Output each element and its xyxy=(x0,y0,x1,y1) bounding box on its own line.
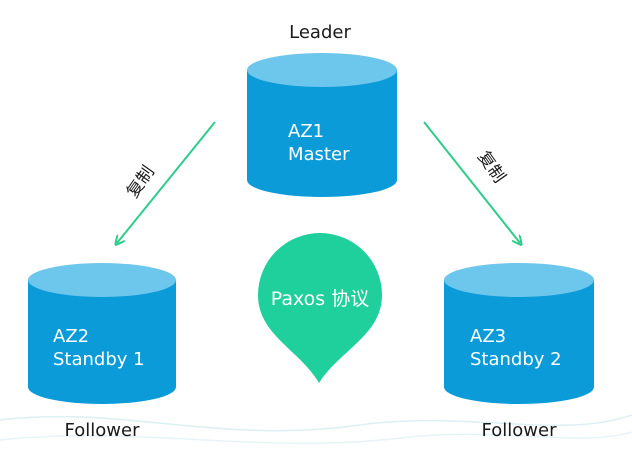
replication-arrow-left xyxy=(117,121,216,243)
background-waves xyxy=(0,414,632,445)
leader-role-label: Leader xyxy=(289,22,351,43)
leader-az-label: AZ1 xyxy=(288,121,324,142)
follower-right-az-label: AZ3 xyxy=(470,326,506,347)
follower-left-role-label: Follower xyxy=(65,420,141,441)
paxos-badge xyxy=(258,233,382,383)
follower-right-cylinder xyxy=(444,263,594,404)
follower-right-name-label: Standby 2 xyxy=(470,349,562,370)
leader-name-label: Master xyxy=(288,144,350,165)
paxos-label: Paxos 协议 xyxy=(271,288,369,310)
replication-arrow-right xyxy=(423,121,520,243)
leader-cylinder xyxy=(247,53,397,197)
follower-left-az-label: AZ2 xyxy=(53,326,89,347)
replication-label-right: 复制 xyxy=(473,147,509,186)
follower-left-name-label: Standby 1 xyxy=(53,349,145,370)
replication-label-left: 复制 xyxy=(123,162,159,201)
follower-left-cylinder xyxy=(28,263,176,404)
follower-right-role-label: Follower xyxy=(482,420,558,441)
